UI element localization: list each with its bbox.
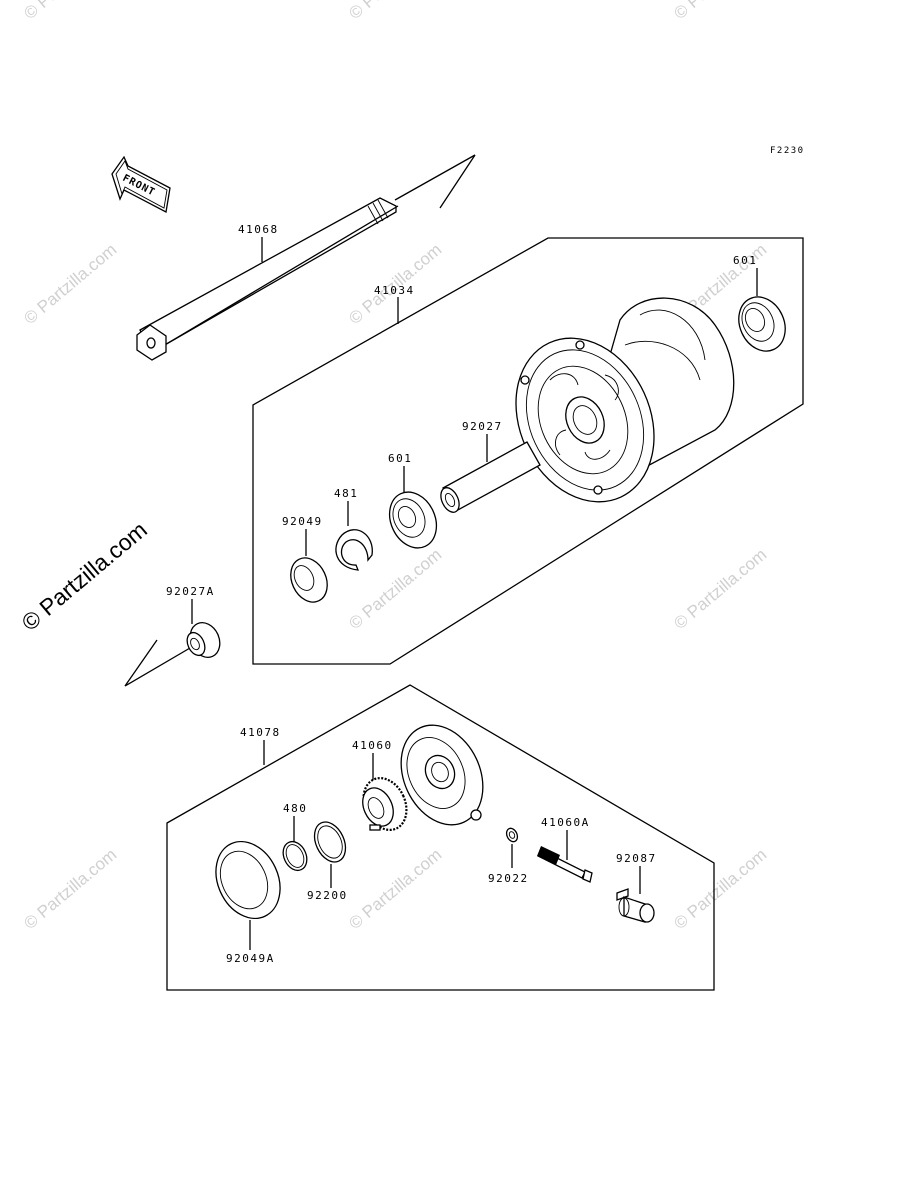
part-label-bushing: 92087 [616,852,657,865]
part-label-hub-assembly: 41034 [374,284,415,297]
part-label-collar: 92027A [166,585,215,598]
side-watermark: © Partzilla.com [17,516,152,636]
watermark: © Partzilla.com [345,845,445,933]
collar: 92027A [166,585,221,659]
watermark: © Partzilla.com [345,545,445,633]
front-arrow-icon: FRONT [111,155,171,213]
part-label-small-washer: 92022 [488,872,529,885]
axle: 41068 [136,197,399,361]
watermark: © Partzilla.com [20,0,120,23]
housing-seal: 92049A [215,840,281,965]
watermark: © Partzilla.com [670,545,770,633]
bushing: 92087 [616,852,657,923]
watermark: © Partzilla.com [20,845,120,933]
part-label-snap-ring: 480 [283,802,307,815]
watermark: © Partzilla.com [670,845,770,933]
part-label-drive-gear: 41060 [352,739,393,752]
part-label-axle: 41068 [238,223,279,236]
axle-guides [124,154,476,687]
small-washer: 92022 [488,827,529,885]
figure-code: F2230 [770,146,805,156]
washer: 92200 [307,821,348,902]
part-label-housing-seal: 92049A [226,952,275,965]
bearing-right: 601 [733,254,786,352]
part-label-bearing-left: 601 [388,452,412,465]
watermark: © Partzilla.com [20,240,120,328]
pinion-gear: 41060A [537,816,593,883]
part-label-washer: 92200 [307,889,348,902]
part-label-gear-housing: 41078 [240,726,281,739]
hub-assembly-outline: 41034 [252,237,804,665]
oil-seal: 92049 [282,515,328,603]
part-label-spacer: 92027 [462,420,503,433]
drive-gear: 41060 [352,739,408,831]
watermark: © Partzilla.com [345,0,445,23]
part-label-bearing-right: 601 [733,254,757,267]
wheel-hub [515,297,735,503]
watermark: © Partzilla.com [670,0,770,23]
circlip: 481 [334,487,373,571]
part-label-pinion-gear: 41060A [541,816,590,829]
snap-ring: 480 [282,802,308,872]
part-label-oil-seal: 92049 [282,515,323,528]
gear-housing [400,724,484,826]
bearing-left: 601 [388,452,438,549]
spacer: 92027 [440,420,541,513]
part-label-circlip: 481 [334,487,358,500]
gear-housing-outline: 41078 [166,684,715,991]
